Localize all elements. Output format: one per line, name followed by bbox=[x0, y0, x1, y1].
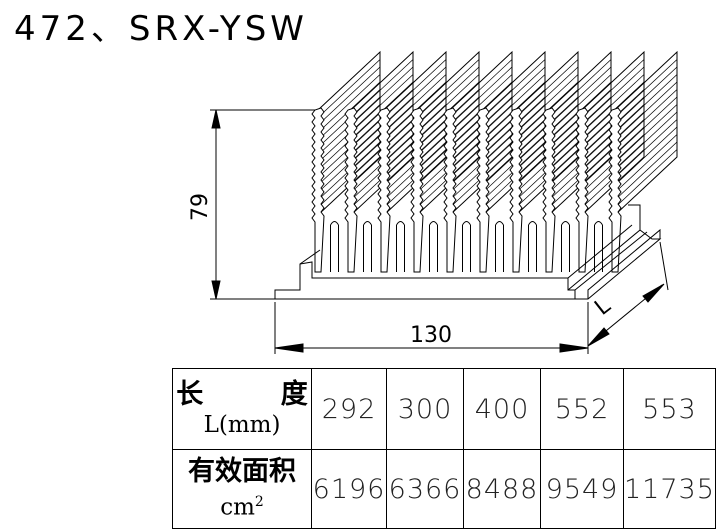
heatsink-profile bbox=[274, 50, 678, 300]
area-cell: 6196 bbox=[311, 449, 387, 529]
area-header-cell: 有效面积 cm2 bbox=[172, 449, 312, 529]
fin-root bbox=[363, 221, 372, 272]
area-cell: 6366 bbox=[386, 449, 464, 529]
length-cell: 552 bbox=[540, 368, 624, 450]
area-unit-exponent: 2 bbox=[254, 494, 264, 511]
fin-root bbox=[429, 221, 438, 272]
length-header-cell: 长 度 L(mm) bbox=[172, 368, 312, 450]
length-cell: 400 bbox=[463, 368, 541, 450]
length-dimension bbox=[587, 241, 669, 354]
width-dimension bbox=[274, 302, 589, 354]
fin-profile bbox=[509, 107, 523, 273]
fin-root bbox=[495, 221, 504, 272]
fin-profile bbox=[608, 107, 622, 273]
area-row: 有效面积 cm2 6196 6366 8488 9549 11735 bbox=[172, 449, 716, 529]
length-header-name: 长 度 bbox=[176, 379, 342, 410]
length-value: 400 bbox=[474, 393, 530, 425]
length-value: 553 bbox=[642, 393, 697, 425]
length-header-unit: L(mm) bbox=[203, 412, 281, 438]
length-value: 552 bbox=[554, 393, 610, 425]
length-cell: 553 bbox=[623, 368, 716, 450]
area-cell: 9549 bbox=[540, 449, 624, 529]
area-cell: 8488 bbox=[463, 449, 541, 529]
drawing-title: 472、SRX-YSW bbox=[14, 9, 308, 49]
length-label: L bbox=[590, 293, 616, 321]
area-unit-base: cm bbox=[220, 494, 255, 521]
area-cell: 11735 bbox=[623, 449, 716, 529]
fin-profile bbox=[377, 107, 391, 273]
area-header-name: 有效面积 bbox=[188, 456, 296, 488]
area-header-unit: cm2 bbox=[173, 488, 311, 522]
fin-root bbox=[594, 221, 603, 272]
fin-profile bbox=[311, 107, 325, 273]
length-row: 长 度 L(mm) 292 300 400 552 553 bbox=[172, 368, 716, 450]
area-value: 6196 bbox=[312, 473, 386, 505]
width-label: 130 bbox=[410, 323, 452, 348]
fin-root bbox=[462, 221, 471, 272]
area-value: 6366 bbox=[388, 473, 462, 505]
fin-root bbox=[396, 221, 405, 272]
fin-profile bbox=[344, 107, 358, 273]
fin-root bbox=[561, 221, 570, 272]
area-value: 11735 bbox=[624, 473, 715, 505]
fin-profile bbox=[443, 107, 457, 273]
spec-table: 长 度 L(mm) 292 300 400 552 553 有效面积 cm2 6… bbox=[172, 368, 716, 529]
length-cell: 300 bbox=[386, 368, 464, 450]
fin-profile bbox=[575, 107, 589, 273]
fin-root bbox=[330, 221, 339, 272]
height-dimension bbox=[210, 109, 315, 300]
length-value: 292 bbox=[321, 393, 377, 425]
fin-root bbox=[528, 221, 537, 272]
fin-profile bbox=[542, 107, 556, 273]
area-value: 9549 bbox=[545, 473, 619, 505]
fin-profile bbox=[410, 107, 424, 273]
area-value: 8488 bbox=[465, 473, 539, 505]
length-cell: 292 bbox=[311, 368, 387, 450]
fin-profile bbox=[476, 107, 490, 273]
length-value: 300 bbox=[397, 393, 453, 425]
fin-hatching bbox=[614, 50, 678, 217]
height-label: 79 bbox=[188, 193, 213, 221]
